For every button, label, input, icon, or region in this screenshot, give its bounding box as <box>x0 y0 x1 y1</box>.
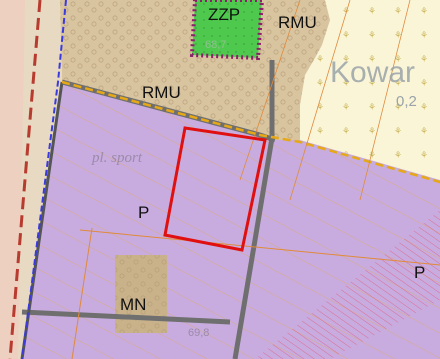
zone-rmu-area-texture <box>60 0 330 140</box>
thin-line-c <box>239 0 301 181</box>
zone-zzp-texture <box>192 0 262 58</box>
thin-line-d <box>289 0 351 201</box>
elevation-label-1: 68,7 <box>205 39 226 51</box>
highlighted-parcel[interactable] <box>163 126 267 252</box>
thin-line-b <box>71 227 93 359</box>
zone-mn-texture <box>115 255 167 333</box>
road-vertical-right <box>232 60 275 359</box>
elevation-label-3: 0,2 <box>396 93 417 110</box>
hatched-corridor <box>255 210 440 359</box>
border-dash-red <box>8 0 42 359</box>
zone-label-rmu-top: RMU <box>278 13 317 32</box>
zone-label-p-right: P <box>414 263 425 282</box>
zone-boundary-dashed <box>61 80 440 184</box>
thin-line-a <box>79 229 440 266</box>
place-name-label: Kowar <box>330 56 415 89</box>
thin-line-e <box>359 0 411 201</box>
zone-label-rmu-left: RMU <box>142 83 181 102</box>
zone-zzp-boundary <box>189 0 265 61</box>
elevation-label-2: 69,8 <box>188 327 209 339</box>
border-dash-blue <box>21 0 67 359</box>
road-bottom <box>21 309 231 325</box>
sport-field-label: pl. sport <box>91 150 143 166</box>
zone-label-p-center: P <box>138 203 149 222</box>
zone-label-zzp: ZZP <box>208 5 240 24</box>
zone-label-mn: MN <box>120 295 146 314</box>
